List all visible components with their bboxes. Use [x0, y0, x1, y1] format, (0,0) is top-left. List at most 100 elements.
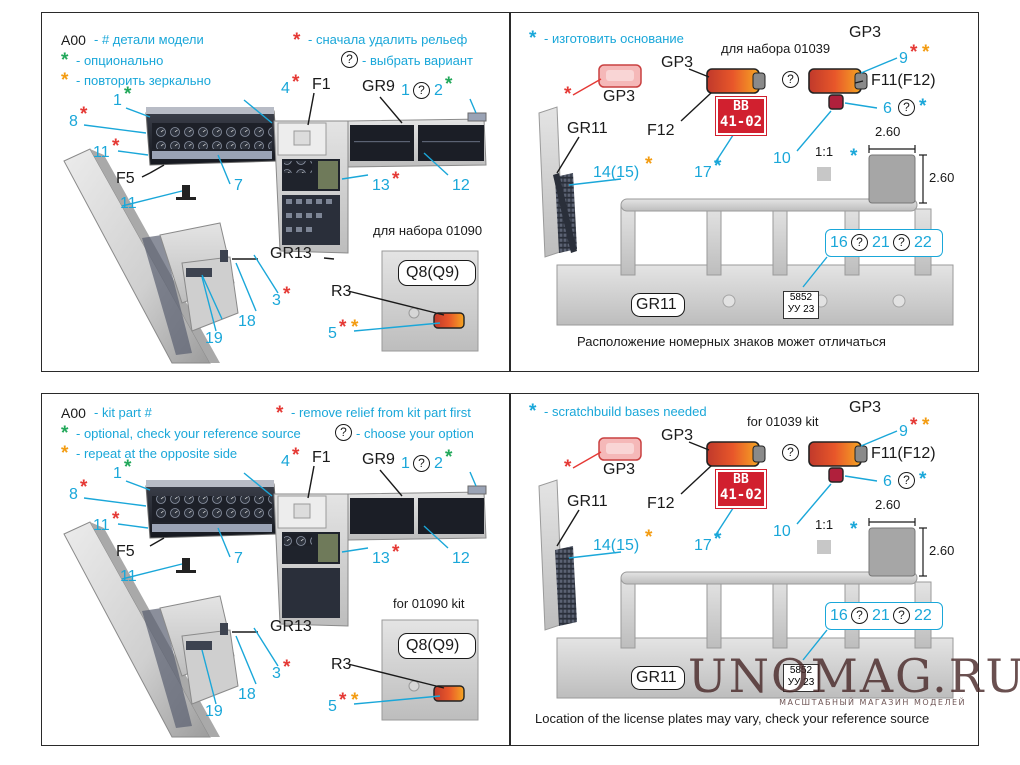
part-11-label-lower-en: 11: [120, 568, 137, 585]
part-8-relief-icon-en: *: [80, 477, 88, 498]
part-10-label-en: 10: [773, 523, 791, 540]
part-19-label-en: 19: [205, 703, 223, 720]
base-scratch-icon: *: [850, 146, 858, 167]
part-3-relief-icon: *: [283, 284, 291, 305]
plate-line-2: 41-02: [719, 114, 763, 130]
base-height-label-en: 2.60: [929, 543, 955, 558]
watermark-subtitle: МАСШТАБНЫЙ МАГАЗИН МОДЕЛЕЙ: [779, 698, 966, 707]
base-scratch-icon-en: *: [850, 519, 858, 540]
gr11-box-en: GR11: [631, 666, 685, 690]
part-gr11-label-upper: GR11: [567, 120, 608, 137]
legend-scratchbuild: - изготовить основание: [544, 31, 684, 46]
part-gr11-label-frame-en: GR11: [636, 669, 677, 686]
license-plate-bb-en: BB 41-02: [716, 470, 766, 508]
remove-relief-star-icon: *: [293, 30, 301, 51]
gr11-box: GR11: [631, 293, 685, 317]
legend-mirror-en: - repeat at the opposite side: [76, 446, 238, 461]
part-11-relief-icon: *: [112, 136, 120, 157]
part-16-label: 16: [830, 234, 848, 251]
part-1-label: 1: [113, 92, 122, 109]
part-2-label: 2: [434, 82, 443, 99]
part-14-15-mirror-icon: *: [645, 154, 653, 175]
part-22-label-en: 22: [914, 607, 932, 624]
part-12-label-en: 12: [452, 550, 470, 567]
plate-line-2-en: 41-02: [719, 487, 763, 503]
part-4-relief-icon-en: *: [292, 445, 300, 466]
part-5-label-en: 5: [328, 698, 337, 715]
part-5-mirror-icon: *: [351, 317, 359, 338]
plate-line-1: BB: [733, 99, 749, 114]
part-1-option-label-en: 1: [401, 455, 410, 472]
base-height-label: 2.60: [929, 170, 955, 185]
part-5-mirror-icon-en: *: [351, 690, 359, 711]
part-gp3-label-right-en: GP3: [849, 399, 882, 416]
part-13-relief-icon-en: *: [392, 542, 400, 563]
panel-dashboard-en: A00 - kit part # * - optional, check you…: [41, 393, 510, 746]
plates-illustration-en: [538, 430, 954, 699]
part-4-relief-icon: *: [292, 72, 300, 93]
part-gr9-label: GR9: [362, 78, 395, 95]
part-f12-label-en: F12: [647, 495, 675, 512]
panel-dashboard-ru: A00 - # детали модели * - опционально * …: [41, 12, 510, 372]
part-10-label: 10: [773, 150, 791, 167]
part-1-optional-icon-en: *: [124, 457, 132, 478]
part-6-choice-icon: ?: [898, 99, 915, 116]
part-q8-q9-label-en: Q8(Q9): [406, 637, 460, 654]
part-f5-label-en: F5: [116, 543, 135, 560]
plate-choice-icon-1-en: ?: [851, 607, 868, 624]
part-6-label: 6: [883, 100, 892, 117]
lamp-choice-icon-en: ?: [782, 444, 799, 461]
legend-choose-variant: - выбрать вариант: [362, 53, 473, 68]
watermark-title: UNOMAG.RU: [688, 649, 1020, 703]
part-13-relief-icon: *: [392, 169, 400, 190]
part-1-option-label: 1: [401, 82, 410, 99]
part-gp3-label-center-en: GP3: [661, 427, 694, 444]
scratchbuild-star-icon-en: *: [529, 401, 537, 422]
base-width-label: 2.60: [875, 124, 901, 139]
legend-remove-relief-en: - remove relief from kit part first: [291, 405, 471, 420]
part-22-label: 22: [914, 234, 932, 251]
legend-choose-variant-en: - choose your option: [356, 426, 474, 441]
plate-choice-icon-2: ?: [893, 234, 910, 251]
part-12-label: 12: [452, 177, 470, 194]
part-11-label-lower: 11: [120, 195, 137, 212]
part-21-label: 21: [872, 234, 890, 251]
lamp-choice-icon: ?: [782, 71, 799, 88]
part-gp3-label-right: GP3: [849, 24, 882, 41]
part-17-label-en: 17: [694, 537, 712, 554]
part-13-label: 13: [372, 177, 390, 194]
choose-option-icon-en: ?: [335, 424, 352, 441]
part-9-label: 9: [899, 50, 908, 67]
q8-q9-box: Q8(Q9): [398, 260, 476, 286]
part-1-2-choice-icon-en: ?: [413, 455, 430, 472]
part-7-label: 7: [234, 177, 243, 194]
optional-star-icon-en: *: [61, 423, 69, 444]
plate-choice-box: 16 ? 21 ? 22: [825, 229, 943, 257]
part-5-relief-icon: *: [339, 317, 347, 338]
small-plate-line-1-en: 5852: [789, 665, 813, 676]
part-14-15-label: 14(15): [593, 164, 640, 181]
part-r3-label-en: R3: [331, 656, 352, 673]
part-f11-f12-label: F11(F12): [871, 72, 936, 89]
plates-caption-en: Location of the license plates may vary,…: [535, 711, 930, 726]
small-license-plate-en: 5852 УУ 23: [783, 664, 819, 692]
part-9-mirror-icon-en: *: [922, 415, 930, 436]
part-16-label-en: 16: [830, 607, 848, 624]
panel-plates-en: * - scratchbuild bases needed for 01039 …: [510, 393, 979, 746]
q8-q9-box-en: Q8(Q9): [398, 633, 476, 659]
part-gr9-label-en: GR9: [362, 451, 395, 468]
part-5-label: 5: [328, 325, 337, 342]
part-2-optional-icon: *: [445, 74, 453, 95]
part-3-label: 3: [272, 292, 281, 309]
kit-01090-note-en: for 01090 kit: [393, 596, 465, 611]
kit-01039-note: для набора 01039: [721, 41, 831, 56]
scale-label-en: 1:1: [815, 517, 834, 532]
part-gr13-label-en: GR13: [270, 618, 312, 635]
small-plate-line-1: 5852: [789, 292, 813, 303]
gp3-relief-icon-en: *: [564, 457, 572, 478]
part-gp3-label-left-en: GP3: [603, 461, 636, 478]
mirror-star-icon-en: *: [61, 443, 69, 464]
legend-optional-en: - optional, check your reference source: [76, 426, 301, 441]
dashboard-illustration: [63, 92, 487, 364]
part-1-optional-icon: *: [124, 84, 132, 105]
